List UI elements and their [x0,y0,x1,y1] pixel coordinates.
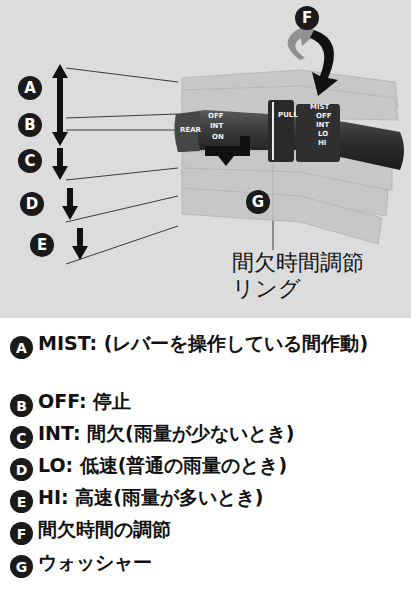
legend-item-text: 間欠時間の調節 [38,517,404,543]
callout-letter: A [16,341,27,355]
callout-letter: C [24,154,35,169]
lever-mark: HI [318,140,326,147]
lever-mark: INT [210,123,223,130]
callout-letter: E [37,238,47,253]
callout-circle: B [18,113,42,137]
callout-circle: G [246,190,270,214]
legend-item-text: MIST: (レバーを操作している間作動) [38,331,404,357]
callout-letter: D [16,463,28,477]
legend-item-text: INT: 間欠(雨量が少ないとき) [38,421,404,447]
legend-item-text: HI: 高速(雨量が多いとき) [38,485,404,511]
lever-mark: PULL [278,112,298,119]
callout-circle: E [30,233,54,257]
callout-circle: F [295,6,319,30]
callout-letter: E [17,495,27,509]
legend-item-text: ウォッシャー [38,550,404,576]
callout-circle: C [18,149,42,173]
callout-letter: D [26,197,38,212]
callout-letter: F [17,527,27,541]
callout-letter: F [302,11,312,26]
list-callout-circle: D [10,458,33,481]
lever-mark: REAR [180,127,201,134]
list-callout-circle: A [10,336,33,359]
lever-mark: INT [316,122,329,129]
callout-circle: D [20,192,44,216]
list-callout-circle: B [10,394,33,417]
part-name: 間欠時間調節 リング [232,250,377,303]
lever-mark: OFF [208,113,224,120]
list-callout-circle: E [10,490,33,513]
callout-letter: A [24,81,36,96]
legend-item-text: LO: 低速(普通の雨量のとき) [38,453,404,479]
lever-mark: LO [318,131,328,138]
callout-letter: B [24,118,35,133]
lever-mark: ON [212,134,224,141]
callout-circle: A [18,76,42,100]
list-callout-circle: F [10,522,33,545]
callout-letter: C [16,431,26,445]
callout-letter: B [16,399,27,413]
callout-letter: G [16,560,28,574]
list-callout-circle: G [10,555,33,578]
lever-mark: OFF [316,113,332,120]
callout-letter: G [252,195,264,210]
legend-item-text: OFF: 停止 [38,389,404,415]
list-callout-circle: C [10,426,33,449]
lever-mark: MIST [310,104,329,111]
